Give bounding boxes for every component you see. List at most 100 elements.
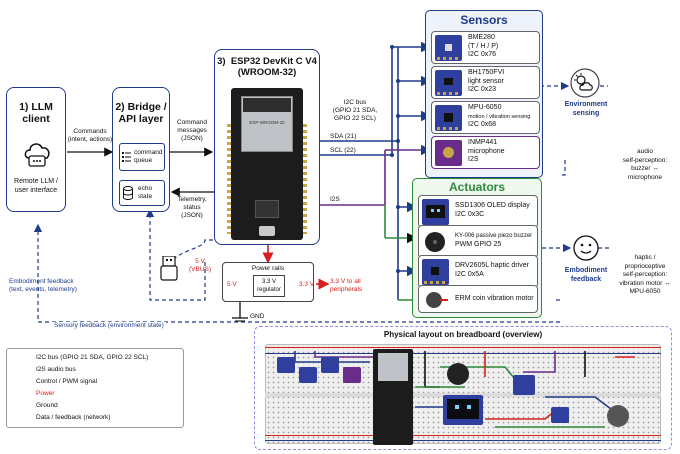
actuator-ssd1306: SSD1306 OLED display I2C 0x3C [418,195,538,228]
to-all-peripherals-label: 3.3 V to all peripherals [330,278,363,293]
breadboard-module-2 [299,367,317,383]
sensor-detail: microphone [468,147,505,155]
llm-client-title: 1) LLM client [19,101,53,125]
sensors-panel: Sensors BME280 (T / H / P) I2C 0x76 BH17… [425,10,543,178]
embodiment-feedback-icon [573,235,599,261]
breadboard-mpu [551,407,569,423]
actuator-detail: I2C 0x3C [455,210,485,218]
database-icon [123,186,133,200]
haptic-self-perception-label: haptic / proprioceptive self-perception:… [619,254,671,295]
buzzer-icon [422,229,449,255]
embodiment-feedback-label: Embodiment feedback (text, events, telem… [9,278,77,293]
list-icon [122,152,131,162]
environment-sensing-label: Environment sensing [564,101,608,117]
sensor-mpu6050: MPU-6050 motion / vibration sensing I2C … [431,101,540,134]
legend-label: I2S audio bus [36,366,76,373]
sensor-address: I2S [468,156,479,163]
breadboard-esp32 [373,349,413,445]
actuator-erm-motor: ERM coin vibration motor [418,285,538,313]
command-queue-label: command queue [134,149,163,164]
sda-label: SDA (21) [330,133,357,140]
sensory-feedback-label: Sensory feedback (environment state) [52,322,166,329]
actuators-title: Actuators [448,180,505,194]
regulator-label: 3.3 V regulator [257,279,281,293]
sensor-name: BME280 [468,34,495,41]
breadboard-coin-motor [607,405,629,427]
actuator-drv2605l: DRV2605L haptic driver I2C 0x5A [418,255,538,288]
llm-client-caption: Remote LLM / user interface [14,178,58,194]
command-queue-box: command queue [119,143,165,171]
breadboard-haptic-driver [513,375,535,395]
esp32-box: 3) ESP32 DevKit C V4 (WROOM-32) ESP-WROO… [214,49,320,245]
breadboard-module-4 [343,367,361,383]
commands-label: Commands (intent, actions) [67,128,113,143]
sensor-name: INMP441 [468,139,498,146]
breadboard-buzzer [447,363,469,385]
i2c-bus-label: I2C bus (GPIO 21 SDA, GPIO 22 SCL) [332,99,378,122]
esp32-board: ESP-WROOM-32 [231,88,303,240]
sensor-bh1750fvi: BH1750FVI light sensor I2C 0x23 [431,66,540,99]
breadboard-module-3 [321,357,339,373]
power-5v-label: 5 V [227,281,237,288]
regulator-box: 3.3 V regulator [253,275,285,297]
llm-client-box: 1) LLM client Remote LLM / user interfac… [6,87,66,212]
actuator-name: SSD1306 OLED display [455,202,530,209]
echo-state-label: echo state [138,185,153,200]
sensor-name: MPU-6050 [468,104,502,111]
bh1750-module-icon [435,70,462,96]
actuator-detail: PWM GPIO 25 [455,240,502,248]
vibration-motor-icon [422,289,449,311]
legend-label: I2C bus (GPIO 21 SDA, GPIO 22 SCL) [36,354,149,361]
power-rails-box: Power rails 5 V 3.3 V regulator 3.3 V [222,262,314,302]
oled-display-icon [422,199,449,225]
esp32-pins-right [303,124,307,234]
cloud-chat-icon [24,143,50,167]
sensors-title: Sensors [460,13,508,27]
legend-label: Ground [36,402,58,409]
embodiment-feedback-right-label: Embodiment feedback [564,267,608,283]
actuator-detail: I2C 0x5A [455,270,484,278]
actuator-name: KY-006 passive piezo buzzer [455,233,533,239]
bridge-box: 2) Bridge / API layer command queue echo… [112,87,170,212]
sensor-address: I2C 0x23 [468,86,497,93]
sensor-name: BH1750FVI [468,69,505,76]
esp32-pins-left [227,124,231,234]
sensor-inmp441: INMP441 microphone I2S [431,136,540,169]
echo-state-box: echo state [119,180,165,206]
breadboard-title: Physical layout on breadboard (overview) [383,330,543,339]
mpu6050-module-icon [435,105,462,131]
legend-label: Data / feedback (network) [36,414,111,421]
breadboard-oled [443,395,483,425]
gnd-label: GND [250,313,265,320]
legend [6,348,184,428]
esp32-chip-label: ESP-WROOM-32 [249,120,285,125]
sensor-detail: (T / H / P) [468,42,499,50]
breadboard-panel: Physical layout on breadboard (overview) [254,326,672,450]
environment-sensing-icon [570,68,600,98]
actuator-ky006: KY-006 passive piezo buzzer PWM GPIO 25 [418,225,538,258]
haptic-driver-icon [422,259,449,285]
breadboard-wires [294,351,635,428]
legend-label: Power [36,390,55,397]
power-3v3-label: 3.3 V [299,281,315,288]
actuators-panel: Actuators SSD1306 OLED display I2C 0x3C … [412,178,542,318]
sensor-detail: light sensor [468,77,504,85]
bme280-module-icon [435,35,462,61]
inmp441-module-icon [435,140,462,166]
command-messages-label: Command messages (JSON) [177,119,207,142]
sensor-address: I2C 0x76 [468,51,497,58]
actuator-name: DRV2605L haptic driver [455,262,529,269]
esp32-title: 3) ESP32 DevKit C V4 (WROOM-32) [217,56,317,78]
actuator-name: ERM coin vibration motor [455,295,534,302]
sensor-detail: motion / vibration sensing [468,113,531,120]
bridge-title: 2) Bridge / API layer [115,101,167,125]
vbus-label: 5 V (VBUS) [188,258,212,273]
scl-label: SCL (22) [330,147,356,154]
sensor-bme280: BME280 (T / H / P) I2C 0x76 [431,31,540,64]
legend-label: Control / PWM signal [36,378,98,385]
audio-self-perception-label: audio self-perception: buzzer ↔ micropho… [622,148,668,181]
breadboard-module-1 [277,357,295,373]
telemetry-label: Telemetry, status (JSON) [177,196,207,219]
usb-plug-icon [160,256,178,281]
power-rails-title: Power rails [251,265,285,272]
